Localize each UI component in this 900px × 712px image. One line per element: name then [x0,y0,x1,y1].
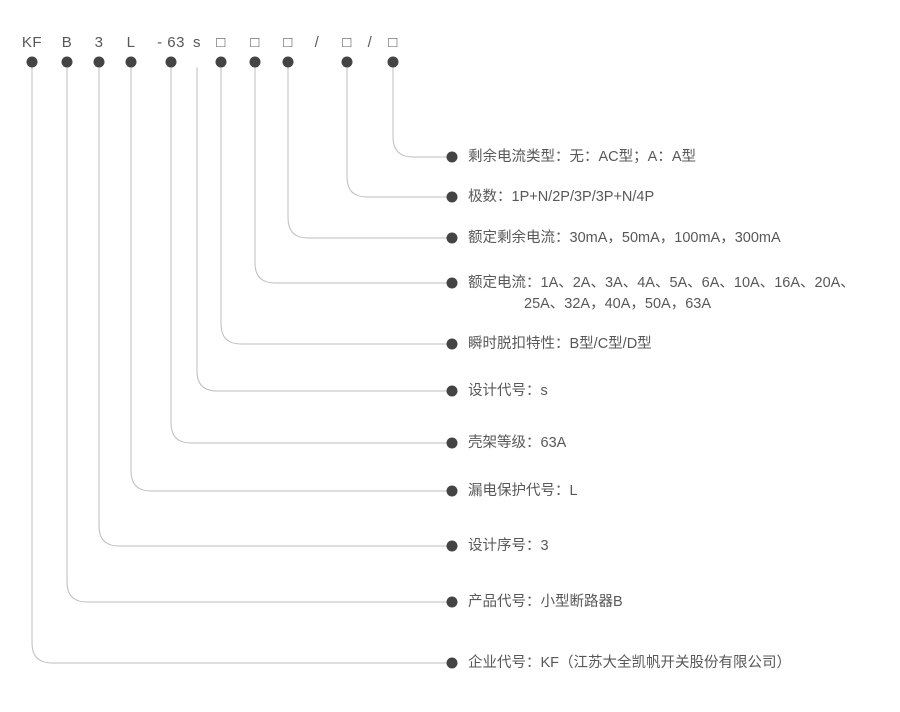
callout-label-10: 企业代号：KF（江苏大全凯帆开关股份有限公司） [468,653,791,674]
leader-line-7 [130,67,447,492]
leader-line-0 [392,67,447,158]
leader-line-10 [31,67,447,664]
callout-label-6: 壳架等级：63A [468,433,566,454]
callout-label-7: 漏电保护代号：L [468,481,578,502]
leader-lines-group [31,67,447,664]
code-segment-4: - 63 [157,34,185,51]
leader-line-8 [98,67,447,547]
callout-bullet-10 [446,657,458,669]
callout-bullet-7 [446,485,458,497]
callout-bullet-9 [446,596,458,608]
code-segment-12: □ [388,34,398,51]
code-anchor-dot [249,56,261,68]
leader-line-1 [346,67,447,198]
callout-label-line1: 设计序号：3 [468,538,549,554]
callout-label-line1: 企业代号：KF（江苏大全凯帆开关股份有限公司） [468,655,792,671]
callout-bullet-2 [446,232,458,244]
code-segment-8: □ [283,34,293,51]
callout-bullet-5 [446,385,458,397]
callout-label-8: 设计序号：3 [468,536,549,557]
callout-label-line1: 设计代号：s [468,383,548,399]
callout-label-9: 产品代号：小型断路器B [468,592,623,613]
code-segment-11: / [367,34,373,51]
code-anchor-dot [93,56,105,68]
code-anchor-dot [26,56,38,68]
code-segment-7: □ [250,34,260,51]
callout-label-line1: 漏电保护代号：L [468,483,578,499]
code-anchor-dot [61,56,73,68]
callout-bullet-6 [446,437,458,449]
code-anchor-dot [282,56,294,68]
code-segment-3: L [126,34,136,51]
code-segment-1: B [61,34,73,51]
code-dot-group [26,56,399,68]
callout-label-5: 设计代号：s [468,381,548,402]
code-segment-0: KF [21,34,43,51]
bullet-dot-group [446,151,458,669]
code-segment-6: □ [216,34,226,51]
callout-bullet-8 [446,540,458,552]
code-anchor-dot [387,56,399,68]
leader-line-5 [196,67,447,392]
leader-line-2 [287,67,447,239]
callout-label-line1: 剩余电流类型：无：AC型；A：A型 [468,149,696,165]
leader-line-4 [220,67,447,345]
callout-label-line1: 极数：1P+N/2P/3P/3P+N/4P [468,189,655,205]
callout-label-1: 极数：1P+N/2P/3P/3P+N/4P [468,187,654,208]
callout-label-3: 额定电流：1A、2A、3A、4A、5A、6A、10A、16A、20A、 25A、3… [468,273,855,315]
code-anchor-dot [125,56,137,68]
callout-label-line2: 25A、32A，40A，50A，63A [524,296,711,312]
callout-label-line1: 额定剩余电流：30mA，50mA，100mA，300mA [468,230,781,246]
code-segment-5: s [193,34,201,51]
code-segment-2: 3 [94,34,104,51]
code-anchor-dot [341,56,353,68]
callout-label-2: 额定剩余电流：30mA，50mA，100mA，300mA [468,228,781,249]
callout-label-line1: 产品代号：小型断路器B [468,594,623,610]
leader-line-3 [254,67,447,284]
callout-label-line1: 瞬时脱扣特性：B型/C型/D型 [468,336,652,352]
code-segment-9: / [314,34,320,51]
leader-line-6 [170,67,447,444]
callout-label-0: 剩余电流类型：无：AC型；A：A型 [468,147,696,168]
callout-label-line1: 额定电流：1A、2A、3A、4A、5A、6A、10A、16A、20A、 [468,275,855,291]
callout-label-4: 瞬时脱扣特性：B型/C型/D型 [468,334,652,355]
callout-label-line1: 壳架等级：63A [468,435,567,451]
leader-line-9 [66,67,447,603]
callout-bullet-3 [446,277,458,289]
callout-bullet-0 [446,151,458,163]
callout-bullet-1 [446,191,458,203]
code-anchor-dot [215,56,227,68]
code-anchor-dot [165,56,177,68]
callout-bullet-4 [446,338,458,350]
code-segment-10: □ [342,34,352,51]
